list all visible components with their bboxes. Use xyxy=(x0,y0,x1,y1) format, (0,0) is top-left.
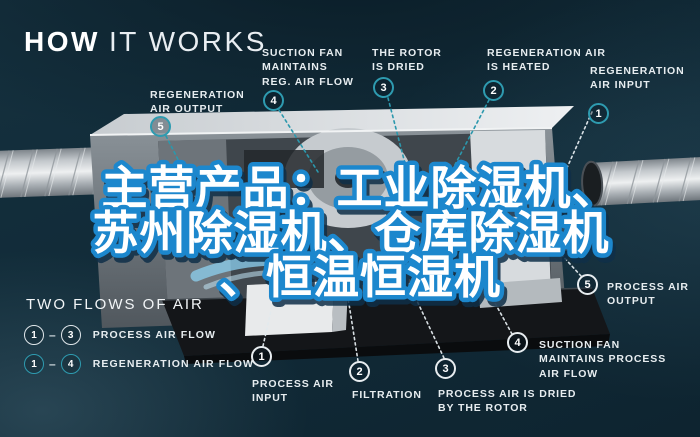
legend-circle-from: 1 xyxy=(24,354,44,374)
leader-top-2 xyxy=(447,99,490,179)
left-duct xyxy=(0,146,115,199)
leader-bottom-4 xyxy=(483,282,513,335)
callout-regeneration-air-output-badge: 5 xyxy=(150,116,171,137)
badge-number: 5 xyxy=(584,278,591,291)
legend-separator: – xyxy=(49,328,56,342)
leader-bottom-3 xyxy=(408,283,445,359)
legend-separator: – xyxy=(49,357,56,371)
leader-bottom-5 xyxy=(548,240,582,277)
legend-circle-number: 1 xyxy=(31,358,37,370)
callout-suction-fan-reg-label: SUCTION FAN MAINTAINS REG. AIR FLOW xyxy=(262,47,354,88)
airflow-swoosh xyxy=(190,254,332,290)
callout-process-air-output-label: PROCESS AIR OUTPUT xyxy=(607,281,689,308)
badge-number: 1 xyxy=(258,350,265,363)
callout-process-air-output-badge: 5 xyxy=(577,274,598,295)
legend-heading: TWO FLOWS OF AIR xyxy=(26,296,204,313)
leader-bottom-2 xyxy=(345,284,359,362)
legend-circle-to: 4 xyxy=(60,354,81,374)
callout-suction-fan-process-label: SUCTION FAN MAINTAINS PROCESS AIR FLOW xyxy=(539,339,667,380)
callout-regen-air-heated-badge: 2 xyxy=(483,80,504,101)
legend-label-process: PROCESS AIR FLOW xyxy=(92,329,217,341)
callout-regeneration-air-output-label: REGENERATION AIR OUTPUT xyxy=(150,89,245,116)
machine-base xyxy=(161,278,610,364)
callout-process-air-dried-badge: 3 xyxy=(435,358,456,379)
callout-rotor-dried-label: THE ROTOR IS DRIED xyxy=(372,47,442,74)
legend-circle-number: 1 xyxy=(31,329,37,341)
legend-row-regeneration: 1 – 4 REGENERATION AIR FLOW xyxy=(24,354,254,374)
callout-filtration-label: FILTRATION xyxy=(352,389,422,401)
leader-top-5 xyxy=(165,135,211,223)
legend-circle-number: 3 xyxy=(67,329,74,341)
callout-regen-air-heated-label: REGENERATION AIR IS HEATED xyxy=(487,47,606,74)
badge-number: 1 xyxy=(595,107,602,120)
leader-top-3 xyxy=(387,97,409,176)
legend-row-process: 1 – 3 PROCESS AIR FLOW xyxy=(24,325,216,345)
legend-circle-number: 4 xyxy=(67,358,74,370)
title-light: IT WORKS xyxy=(108,26,267,57)
badge-number: 2 xyxy=(490,84,497,97)
callout-regen-air-input-label: REGENERATION AIR INPUT xyxy=(590,65,685,92)
callout-process-air-input-label: PROCESS AIR INPUT xyxy=(252,378,334,405)
callout-process-air-input-badge: 1 xyxy=(251,346,272,367)
right-duct xyxy=(581,156,700,207)
legend-circle-from: 1 xyxy=(24,325,44,345)
output-duct-stub xyxy=(531,226,581,252)
badge-number: 3 xyxy=(380,81,387,94)
legend-label-regeneration: REGENERATION AIR FLOW xyxy=(92,358,255,370)
badge-number: 4 xyxy=(270,94,277,107)
badge-number: 3 xyxy=(442,362,449,375)
callout-suction-fan-reg-badge: 4 xyxy=(263,90,284,111)
callout-suction-fan-process-badge: 4 xyxy=(507,332,528,353)
page-title: HOW IT WORKS xyxy=(24,26,267,58)
duct-flange xyxy=(581,160,604,207)
leader-bottom-1 xyxy=(262,283,278,347)
callout-process-air-dried-label: PROCESS AIR IS DRIED BY THE ROTOR xyxy=(438,388,577,415)
badge-number: 2 xyxy=(356,365,363,378)
callout-filtration-badge: 2 xyxy=(349,361,370,382)
leader-top-4 xyxy=(278,109,319,173)
title-bold: HOW xyxy=(24,26,100,57)
legend-circle-to: 3 xyxy=(60,325,81,345)
callout-rotor-dried-badge: 3 xyxy=(373,77,394,98)
cabinet xyxy=(89,106,581,328)
leader-top-1 xyxy=(565,111,593,171)
badge-number: 4 xyxy=(514,336,521,349)
badge-number: 5 xyxy=(157,120,164,133)
callout-regen-air-input-badge: 1 xyxy=(588,103,609,124)
